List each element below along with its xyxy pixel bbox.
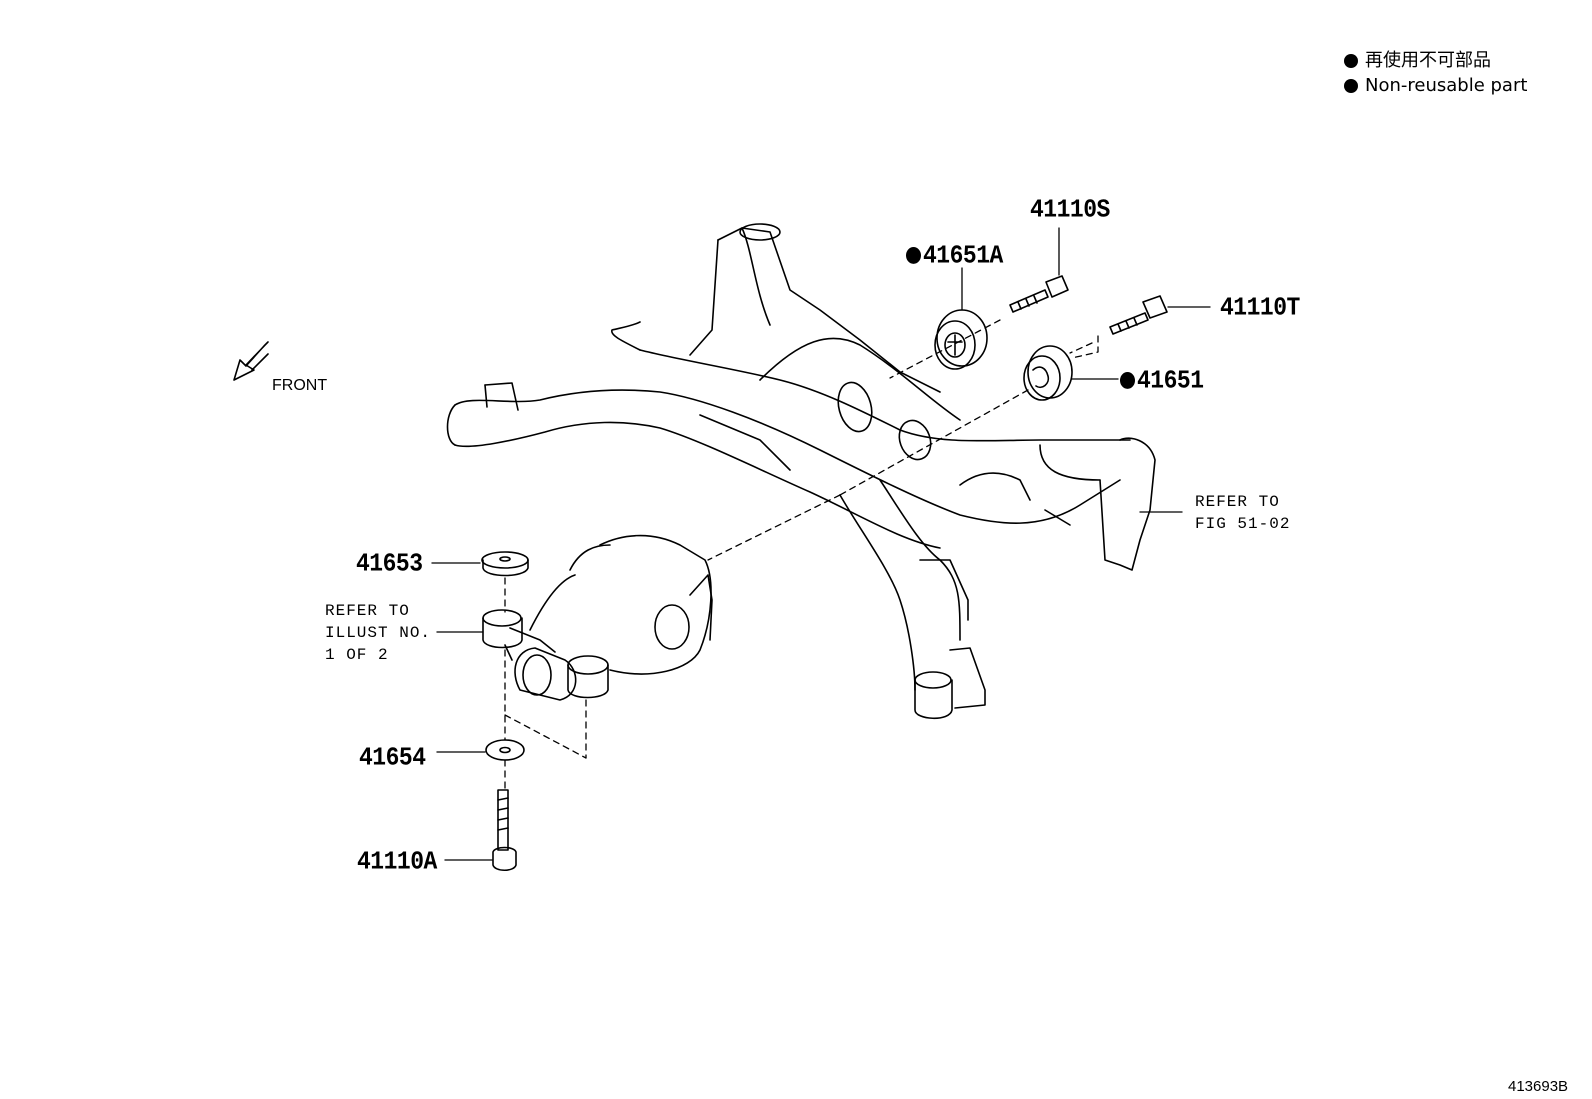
differential-carrier xyxy=(504,534,713,701)
part-number: 41651 xyxy=(1137,366,1204,396)
part-number: 41110T xyxy=(1220,293,1300,323)
part-callout-41110t[interactable]: 41110T xyxy=(1220,293,1300,322)
note-line: 1 OF 2 xyxy=(325,646,389,664)
note-line: REFER TO xyxy=(325,602,410,620)
part-number: 41653 xyxy=(356,549,423,579)
part-number: 41654 xyxy=(359,743,426,773)
non-reusable-dot-icon xyxy=(906,247,921,264)
bolt-41110a xyxy=(492,789,517,872)
bolt-41110t xyxy=(1109,295,1168,335)
legend-text-ja: 再使用不可部品 xyxy=(1365,50,1491,71)
non-reusable-dot-icon xyxy=(1120,372,1135,389)
note-line: FIG 51-02 xyxy=(1195,515,1291,533)
bolt-41110s xyxy=(1009,275,1069,313)
assembly-dashed-lines xyxy=(504,319,1099,791)
part-callout-41110a[interactable]: 41110A xyxy=(357,847,437,876)
part-callout-41651[interactable]: 41651 xyxy=(1120,366,1204,396)
part-callout-41651a[interactable]: 41651A xyxy=(906,241,1003,271)
legend-row-ja: 再使用不可部品 xyxy=(1344,48,1527,73)
legend: 再使用不可部品 Non-reusable part xyxy=(1344,48,1527,98)
rear-suspension-member xyxy=(446,223,1156,720)
non-reusable-dot-icon xyxy=(1344,78,1358,93)
part-callout-41653[interactable]: 41653 xyxy=(356,549,423,578)
non-reusable-dot-icon xyxy=(1344,53,1358,68)
bushing-41651a xyxy=(934,309,988,370)
washer-41654 xyxy=(485,739,525,761)
note-line: REFER TO xyxy=(1195,493,1280,511)
leader-lines xyxy=(431,227,1211,861)
part-number: 41651A xyxy=(923,241,1003,271)
part-callout-41654[interactable]: 41654 xyxy=(359,743,426,772)
legend-text-en: Non-reusable part xyxy=(1365,75,1528,96)
front-direction-label: FRONT xyxy=(272,377,328,394)
note-line: ILLUST NO. xyxy=(325,624,432,642)
part-callout-41110s[interactable]: 41110S xyxy=(1030,195,1110,224)
part-number: 41110S xyxy=(1030,195,1110,225)
stopper-41653 xyxy=(481,551,529,577)
refer-illust-note[interactable]: REFER TO ILLUST NO. 1 OF 2 xyxy=(325,600,431,666)
legend-row-en: Non-reusable part xyxy=(1344,73,1527,98)
diff-mount-bracket xyxy=(482,609,523,649)
figure-number: 413693B xyxy=(1508,1078,1569,1095)
refer-fig-note[interactable]: REFER TO FIG 51-02 xyxy=(1195,491,1290,535)
bushing-41651 xyxy=(1023,345,1073,401)
front-arrow-icon xyxy=(233,341,269,381)
part-number: 41110A xyxy=(357,847,437,877)
